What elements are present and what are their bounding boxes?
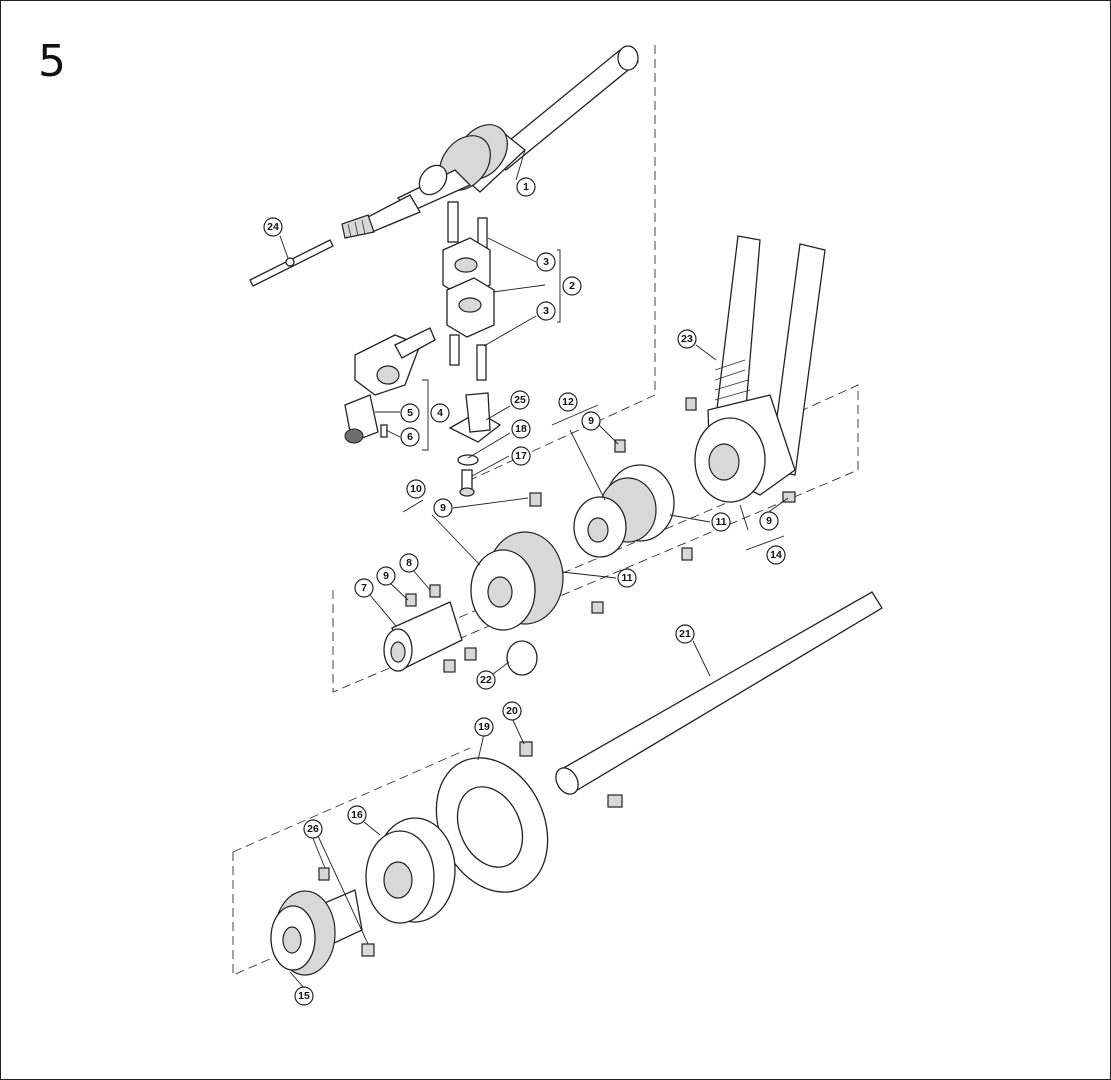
- callout-18: 18: [511, 419, 531, 439]
- callout-15: 15: [294, 986, 314, 1006]
- callout-1: 1: [516, 177, 536, 197]
- svg-text:24: 24: [267, 221, 279, 233]
- callout-3-upper: 3: [536, 252, 556, 272]
- pulley: [365, 817, 456, 924]
- callout-4: 4: [430, 403, 450, 423]
- callout-5: 5: [400, 403, 420, 423]
- callout-25: 25: [510, 390, 530, 410]
- svg-text:19: 19: [478, 721, 490, 733]
- svg-text:10: 10: [410, 483, 422, 495]
- svg-text:1: 1: [523, 181, 529, 193]
- callout-22: 22: [476, 670, 496, 690]
- svg-text:25: 25: [514, 394, 526, 406]
- svg-text:2: 2: [569, 280, 575, 292]
- callout-26: 26: [303, 819, 323, 839]
- lower-shaft: [555, 591, 883, 795]
- crank-arm: [344, 327, 436, 444]
- upper-assembly-plane: [469, 45, 656, 481]
- callout-19: 19: [474, 717, 494, 737]
- svg-text:9: 9: [440, 502, 446, 514]
- callout-12: 12: [558, 392, 578, 412]
- callout-7: 7: [354, 578, 374, 598]
- callout-9-hub: 9: [376, 566, 396, 586]
- callout-9-fork: 9: [759, 511, 779, 531]
- callout-8: 8: [399, 553, 419, 573]
- svg-text:20: 20: [506, 705, 518, 717]
- svg-text:23: 23: [681, 333, 693, 345]
- middle-assembly-plane: [332, 384, 859, 693]
- callout-14: 14: [766, 545, 786, 565]
- callout-24: 24: [263, 217, 283, 237]
- clamp-block: [442, 201, 495, 381]
- callout-21: 21: [675, 624, 695, 644]
- svg-text:17: 17: [515, 450, 527, 462]
- svg-text:12: 12: [562, 396, 574, 408]
- svg-text:14: 14: [770, 549, 782, 561]
- callout-16: 16: [347, 805, 367, 825]
- fork-arm: [685, 235, 826, 503]
- callout-17: 17: [511, 446, 531, 466]
- lower-axis-line: [232, 747, 471, 853]
- svg-text:11: 11: [621, 572, 632, 584]
- figure-number: 5: [38, 36, 66, 87]
- callout-11-small: 11: [711, 512, 731, 532]
- svg-text:6: 6: [407, 431, 413, 443]
- main-shaft: [341, 45, 640, 239]
- callout-3-lower: 3: [536, 301, 556, 321]
- callout-11-large: 11: [617, 568, 637, 588]
- bracket: [448, 392, 502, 497]
- callout-9-small-drum: 9: [581, 411, 601, 431]
- drive-pin: [249, 239, 334, 287]
- svg-text:9: 9: [766, 515, 772, 527]
- svg-text:26: 26: [307, 823, 319, 835]
- large-clutch-drum: [470, 492, 604, 631]
- svg-text:11: 11: [715, 516, 726, 528]
- svg-text:4: 4: [437, 407, 443, 419]
- svg-text:18: 18: [515, 423, 527, 435]
- svg-text:7: 7: [361, 582, 367, 594]
- callout-2: 2: [562, 276, 582, 296]
- svg-text:16: 16: [351, 809, 363, 821]
- svg-text:8: 8: [406, 557, 412, 569]
- callout-20: 20: [502, 701, 522, 721]
- small-clutch-drum: [573, 439, 693, 561]
- callout-10: 10: [406, 479, 426, 499]
- svg-text:15: 15: [298, 990, 310, 1002]
- callout-9-drum: 9: [433, 498, 453, 518]
- svg-text:9: 9: [588, 415, 594, 427]
- svg-text:21: 21: [679, 628, 691, 640]
- svg-text:5: 5: [407, 407, 413, 419]
- svg-text:3: 3: [543, 256, 549, 268]
- svg-text:22: 22: [480, 674, 492, 686]
- svg-text:9: 9: [383, 570, 389, 582]
- o-ring: [506, 640, 538, 676]
- leader-lines: [279, 149, 789, 989]
- callout-23: 23: [677, 329, 697, 349]
- callout-6: 6: [400, 427, 420, 447]
- coupling-hub: [383, 584, 477, 673]
- toothed-pulley: [270, 867, 375, 976]
- svg-text:3: 3: [543, 305, 549, 317]
